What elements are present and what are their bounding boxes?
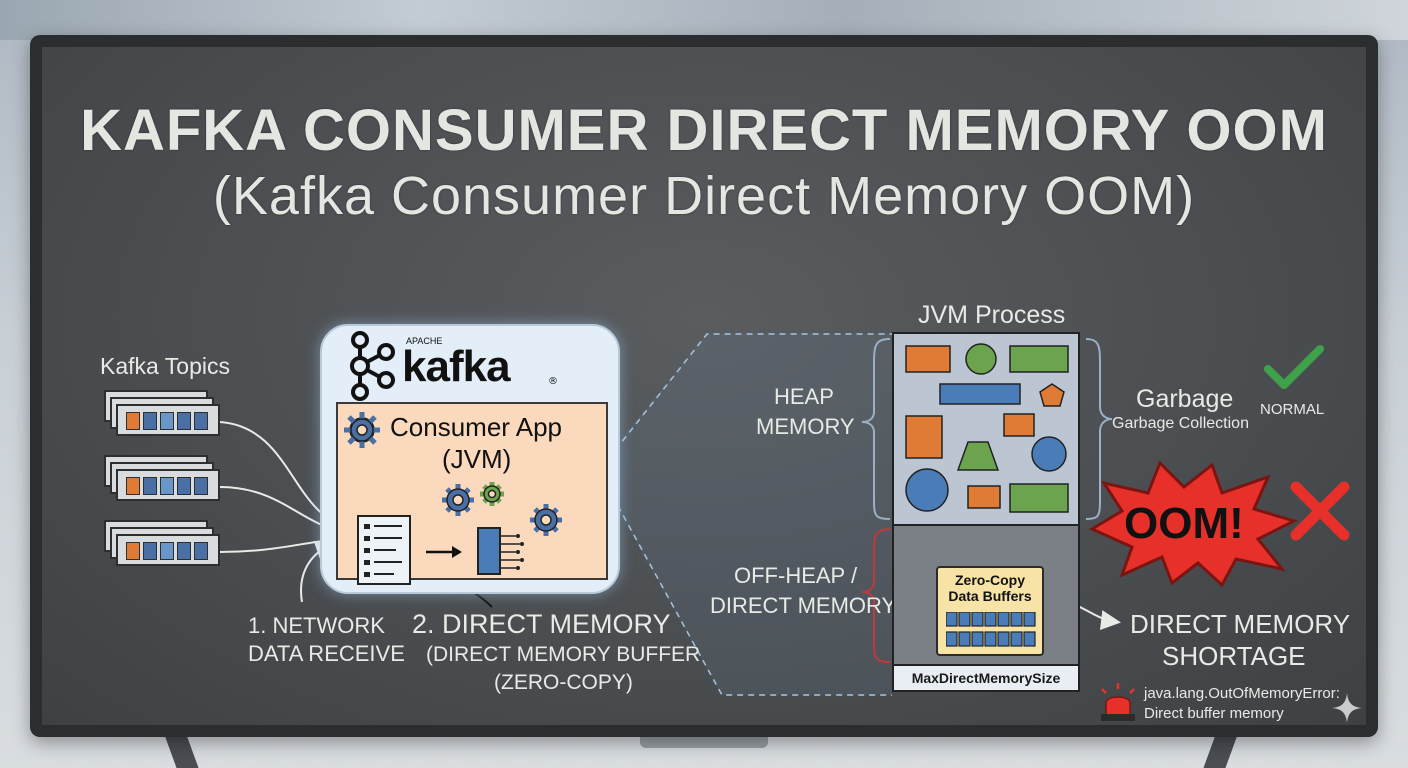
partition-cells [126, 412, 208, 430]
kafka-logo-text: kafka [402, 342, 511, 391]
step2-line2: (DIRECT MEMORY BUFFER [426, 643, 701, 666]
step1-line1: 1. NETWORK [248, 613, 385, 638]
offheap-memory-area: Zero-Copy Data Buffers [894, 524, 1078, 664]
heap-brace [861, 338, 891, 520]
heap-objects [905, 343, 1069, 513]
heap-object [1039, 383, 1065, 407]
buffer-grid-icon [946, 612, 1036, 647]
tv-frame: KAFKA CONSUMER DIRECT MEMORY OOM (Kafka … [30, 35, 1378, 737]
zoom-cone [601, 333, 892, 696]
heap-object [905, 468, 949, 512]
consumer-title: Consumer App [390, 412, 562, 442]
error-x-icon [1290, 481, 1350, 541]
heap-label-line1: HEAP [774, 384, 834, 409]
zero-copy-label-line1: Zero-Copy [955, 572, 1025, 588]
shortage-line2: SHORTAGE [1162, 641, 1306, 671]
topic-stack-3 [104, 520, 220, 575]
heap-memory-area [894, 334, 1078, 524]
heap-object [905, 345, 951, 373]
step2-line1: 2. DIRECT MEMORY [412, 609, 671, 639]
gc-subtitle: Garbage Collection [1112, 415, 1249, 432]
offheap-brace [861, 528, 891, 663]
heap-object [1031, 436, 1067, 472]
topic-card-front [116, 469, 220, 501]
zero-copy-label-line2: Data Buffers [948, 588, 1032, 604]
kafka-logo-icon [350, 331, 395, 401]
tv-stand-neck [640, 736, 768, 748]
shortage-line1: DIRECT MEMORY [1130, 609, 1351, 639]
error-line2: Direct buffer memory [1144, 705, 1284, 722]
heap-label-line2: MEMORY [756, 414, 855, 439]
title-line-2: (Kafka Consumer Direct Memory OOM) [212, 166, 1196, 226]
sparkle-icon [1332, 693, 1362, 723]
offheap-label-line1: OFF-HEAP / [734, 563, 858, 588]
memory-chip-icon [477, 527, 524, 575]
heap-object [1009, 483, 1069, 513]
gear-icon [344, 412, 380, 448]
zero-copy-buffers: Zero-Copy Data Buffers [936, 566, 1044, 656]
gear-cluster-icon [442, 482, 562, 536]
consumer-subtitle: (JVM) [442, 444, 512, 474]
check-icon [1264, 345, 1324, 389]
kafka-logo-small: APACHE [406, 336, 443, 346]
heap-object [939, 383, 1021, 405]
topic-stack-1 [104, 390, 220, 445]
partition-cells [126, 542, 208, 560]
kafka-consumer-panel: APACHE kafka ® Consumer App (JVM) [320, 324, 620, 594]
arrow-right-icon [426, 546, 462, 558]
network-buffer-icon [357, 515, 411, 585]
topic-card-front [116, 534, 220, 566]
heap-object [967, 485, 1001, 509]
jvm-process-box: Zero-Copy Data Buffers MaxDirectMemorySi… [892, 332, 1080, 692]
jvm-title: JVM Process [918, 301, 1066, 329]
topics-label: Kafka Topics [100, 353, 230, 379]
zoom-cone-fill [602, 334, 892, 695]
consumer-app-box: Consumer App (JVM) [336, 402, 608, 585]
heap-object [1009, 345, 1069, 373]
gc-brace [1085, 338, 1113, 520]
kafka-logo-mark: ® [548, 376, 558, 387]
heap-object [1003, 413, 1035, 437]
background-wall [0, 0, 1408, 40]
topic-stack-2 [104, 455, 220, 510]
max-direct-memory-size: MaxDirectMemorySize [894, 664, 1078, 690]
heap-object [905, 415, 943, 459]
topic-card-front [116, 404, 220, 436]
heap-object [965, 343, 997, 375]
error-line1: java.lang.OutOfMemoryError: [1144, 685, 1340, 702]
partition-cells [126, 477, 208, 495]
offheap-label-line2: DIRECT MEMORY [710, 593, 897, 618]
tv-screen: KAFKA CONSUMER DIRECT MEMORY OOM (Kafka … [42, 47, 1366, 725]
title-line-1: KAFKA CONSUMER DIRECT MEMORY OOM [80, 98, 1328, 163]
step2-line3: (ZERO-COPY) [494, 671, 633, 694]
oom-burst-icon [1088, 460, 1299, 588]
oom-burst-text: OOM! [1124, 499, 1244, 548]
gc-title: Garbage [1136, 385, 1234, 413]
heap-object [956, 441, 1000, 471]
normal-status: NORMAL [1260, 401, 1325, 418]
alarm-siren-icon [1101, 683, 1135, 721]
step1-line2: DATA RECEIVE [248, 641, 405, 666]
